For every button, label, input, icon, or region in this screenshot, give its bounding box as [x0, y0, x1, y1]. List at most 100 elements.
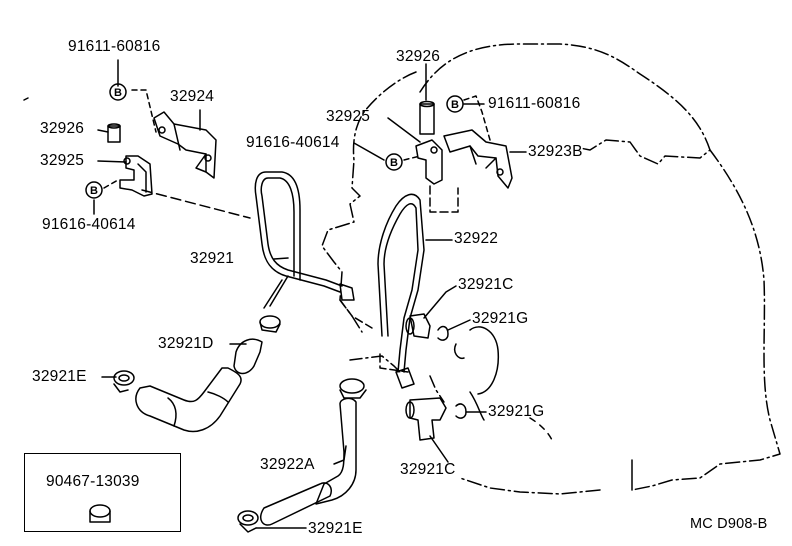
- label-91616-40614-mid: 91616-40614: [246, 134, 340, 151]
- label-32921g-top: 32921G: [472, 310, 529, 327]
- bracket-32924-hole2: [158, 126, 166, 134]
- bracket-32923b-hole: [496, 168, 504, 176]
- engine-curve-lower: [469, 391, 485, 421]
- label-32922a: 32922A: [260, 456, 315, 473]
- bracket-32924-hole: [204, 154, 212, 162]
- gasket-32921g-bottom: [455, 403, 467, 419]
- pipe-32922-outer: [377, 193, 425, 373]
- pipe-32921-nut: [339, 283, 355, 301]
- dash-pipe-joint: [339, 299, 373, 329]
- engine-mount-arc2: [453, 343, 465, 360]
- label-32921e-left: 32921E: [32, 368, 87, 385]
- leader-32921c-bot: [429, 435, 449, 463]
- pipe-32921-inner: [260, 177, 343, 309]
- label-32921: 32921: [190, 250, 235, 267]
- clamp-32925-left: [119, 155, 153, 197]
- engine-mount-arc: [469, 326, 500, 395]
- leader-32926-left: [97, 129, 109, 133]
- label-32921c-bottom: 32921C: [400, 461, 456, 478]
- clip-32922a: [339, 378, 365, 394]
- bolt-icon-4: [385, 153, 403, 171]
- hose-32921d-elbow: [135, 367, 242, 433]
- clip-32921e-left: [113, 370, 135, 386]
- bolt-marker-4: B: [390, 157, 398, 169]
- clamp-32925-left-inner: [137, 163, 147, 193]
- leader-b3-dash: [463, 95, 491, 141]
- hose-32922a-lower: [260, 482, 332, 526]
- bolt-marker-1: B: [114, 87, 122, 99]
- engine-outline-upper-left: [321, 71, 417, 333]
- bracket-32923b-edge: [469, 145, 497, 169]
- hose-32921d: [233, 338, 263, 375]
- label-32926-left: 32926: [40, 120, 85, 137]
- label-32924: 32924: [170, 88, 215, 105]
- label-32921e-bottom: 32921E: [308, 520, 363, 537]
- sleeve-32926-left: [107, 125, 121, 143]
- label-32926-top: 32926: [396, 48, 441, 65]
- label-91611-60816-right: 91611-60816: [488, 95, 581, 112]
- union-32921c-top: [409, 313, 431, 339]
- engine-outline-right: [631, 149, 781, 491]
- leader-32925-left: [97, 160, 127, 163]
- engine-outline-top-tip: [23, 97, 29, 101]
- bolt-marker-3: B: [451, 99, 459, 111]
- clip-32921e-left-inner: [118, 374, 130, 382]
- inset-box: [24, 453, 181, 532]
- hose-32921d-crease2: [207, 391, 229, 403]
- bolt-marker-2: B: [90, 185, 98, 197]
- union-32921c-bottom: [409, 397, 447, 441]
- dash-lower-center: [379, 353, 409, 373]
- engine-dash-lower: [529, 417, 553, 441]
- union-32921c-bottom-face: [405, 401, 415, 419]
- label-32921g-bottom: 32921G: [488, 403, 545, 420]
- clip-32921e-bottom: [237, 510, 259, 526]
- bracket-32924: [153, 111, 217, 179]
- label-90467-13039: 90467-13039: [46, 473, 140, 490]
- bolt-icon-2: [85, 181, 103, 199]
- clamp-32925-top: [415, 139, 443, 185]
- bracket-32923b: [443, 129, 513, 189]
- sleeve-32926-left-top: [107, 123, 121, 129]
- pipe-32922-inner: [383, 203, 419, 373]
- label-91611-60816-left: 91611-60816: [68, 38, 161, 55]
- leader-b2-dash: [103, 179, 119, 189]
- leader-91616-mid: [353, 142, 385, 161]
- clip-pipe-tab: [259, 321, 281, 333]
- clip-90467-body: [89, 510, 111, 523]
- clip-pipe: [259, 315, 281, 329]
- clip-32921e-bottom-tab: [239, 523, 257, 533]
- gasket-32921g-top: [437, 325, 449, 341]
- engine-outline-inner: [349, 355, 401, 373]
- engine-outline-bottom: [459, 477, 601, 495]
- clamp-32925-left-hole: [123, 157, 131, 165]
- diagram-code: MC D908-B: [690, 516, 768, 532]
- label-32925-mid: 32925: [326, 108, 371, 125]
- union-32921c-top-face: [405, 317, 415, 335]
- hose-32922a: [315, 397, 357, 505]
- leader-32921g-top: [447, 319, 471, 331]
- label-32921d: 32921D: [158, 335, 214, 352]
- clip-32921e-bottom-inner: [242, 514, 254, 522]
- pipe-32922-nut: [395, 367, 415, 389]
- leader-32921: [273, 257, 289, 260]
- label-32923b: 32923B: [528, 143, 583, 160]
- dash-bracket-center: [429, 185, 459, 213]
- label-32925-left: 32925: [40, 152, 85, 169]
- label-91616-40614-left: 91616-40614: [42, 216, 136, 233]
- leader-b1-dash: [131, 89, 157, 133]
- bolt-icon-3: [446, 95, 464, 113]
- sleeve-32926-top: [419, 103, 435, 135]
- leader-32921c-top: [423, 285, 457, 319]
- bolt-icon-1: [109, 83, 127, 101]
- sleeve-32926-top-cap: [419, 100, 435, 108]
- label-32921c-top: 32921C: [458, 276, 514, 293]
- leader-32925-mid: [387, 117, 421, 143]
- clamp-32925-top-hole: [430, 146, 438, 154]
- pipe-32921-outer: [254, 171, 341, 307]
- engine-outline-inner2: [429, 375, 445, 403]
- hose-32921d-crease: [167, 397, 177, 427]
- dash-bracket-to-pipe: [141, 189, 251, 219]
- bracket-32924-edge: [173, 123, 207, 173]
